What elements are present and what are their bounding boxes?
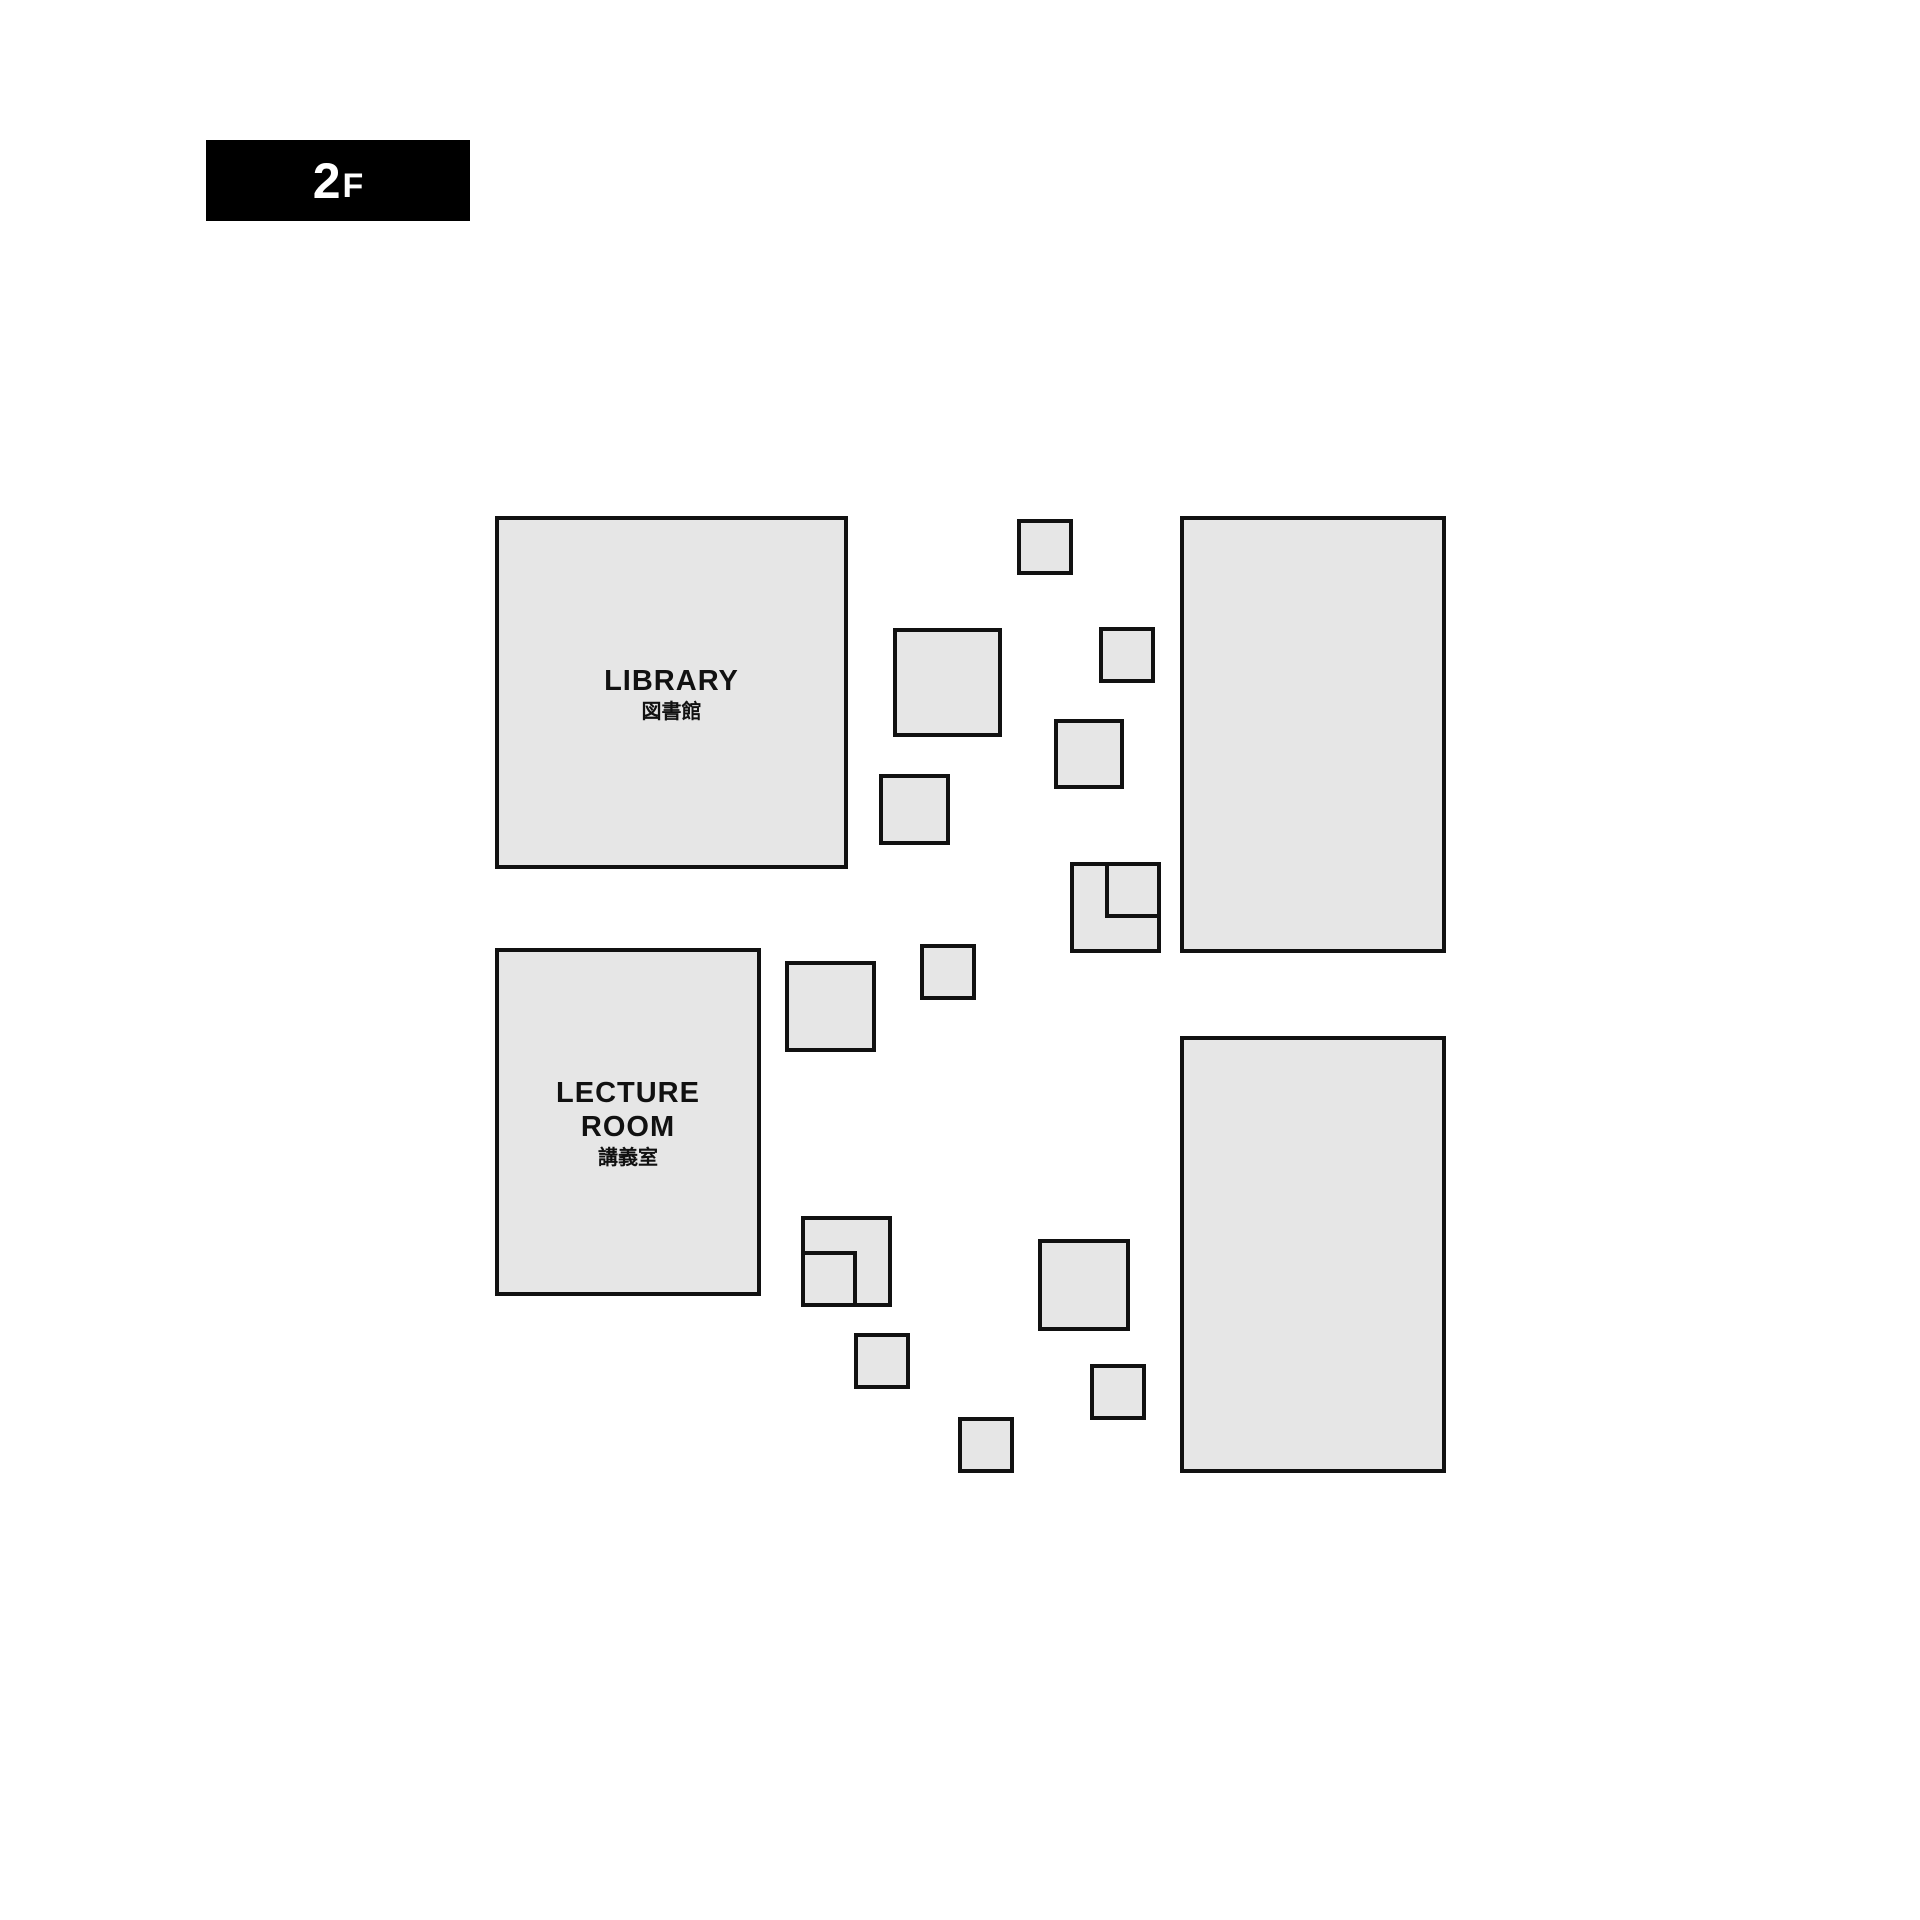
block bbox=[893, 628, 1002, 737]
library-room[interactable] bbox=[495, 516, 848, 869]
block bbox=[958, 1417, 1014, 1473]
block bbox=[920, 944, 976, 1000]
block bbox=[801, 1251, 857, 1307]
block bbox=[879, 774, 950, 845]
lecture-name-en-line2: ROOM bbox=[580, 1111, 676, 1143]
room-east-lower[interactable] bbox=[1180, 1036, 1446, 1473]
block bbox=[1017, 519, 1073, 575]
library-label: LIBRARY 図書館 bbox=[497, 664, 846, 724]
block bbox=[1090, 1364, 1146, 1420]
block bbox=[1038, 1239, 1130, 1331]
library-name-jp: 図書館 bbox=[641, 699, 702, 723]
lecture-name-jp: 講義室 bbox=[598, 1145, 658, 1169]
library-name-en: LIBRARY bbox=[604, 665, 739, 697]
block bbox=[1105, 862, 1161, 918]
floor-badge: 2 F bbox=[206, 140, 470, 221]
lecture-name-en-line1: LECTURE bbox=[556, 1077, 700, 1109]
block bbox=[854, 1333, 910, 1389]
block bbox=[785, 961, 876, 1052]
block bbox=[1099, 627, 1155, 683]
lecture-room[interactable] bbox=[495, 948, 761, 1296]
room-east-upper[interactable] bbox=[1180, 516, 1446, 953]
floor-suffix: F bbox=[342, 167, 364, 205]
lecture-room-label: LECTURE ROOM 講義室 bbox=[497, 1076, 759, 1170]
floor-number: 2 bbox=[312, 152, 341, 209]
block bbox=[1054, 719, 1124, 789]
